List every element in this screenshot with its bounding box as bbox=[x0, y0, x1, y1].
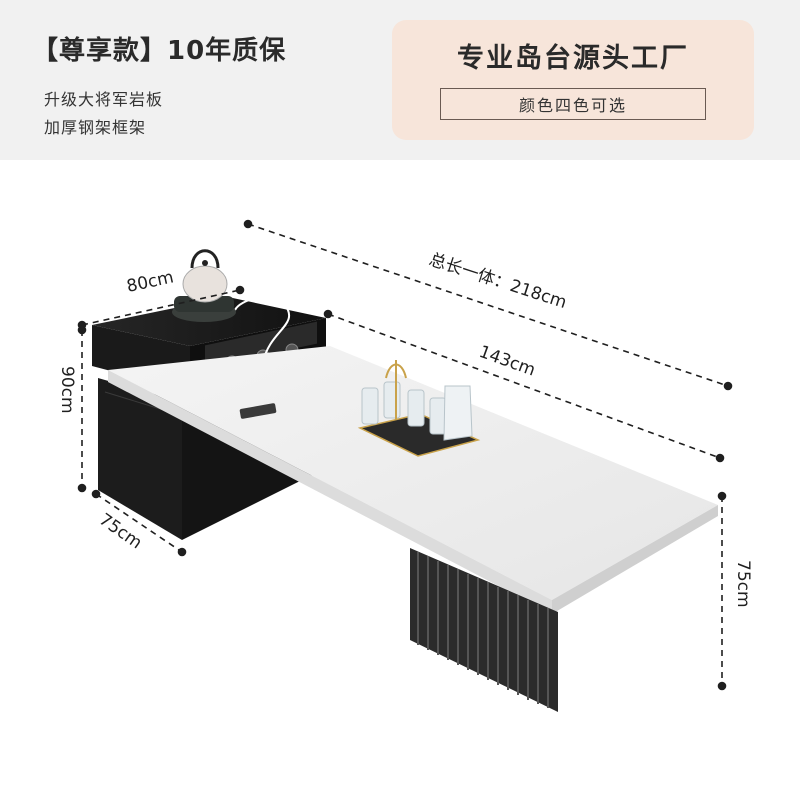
feature-frame: 加厚钢架框架 bbox=[44, 118, 147, 137]
tabletop bbox=[108, 346, 718, 614]
color-options-label: 颜色四色可选 bbox=[518, 96, 627, 115]
cabinet-width-line bbox=[81, 289, 241, 326]
drink-tray bbox=[357, 360, 481, 457]
fluted-leg bbox=[410, 548, 558, 712]
table-length-label: 143cm bbox=[476, 342, 538, 381]
color-options-box: 颜色四色可选 bbox=[440, 88, 706, 120]
cabinet-width-label: 80cm bbox=[125, 267, 176, 296]
promo-title: 专业岛台源头工厂 bbox=[457, 43, 689, 74]
overall-length-label: 总长一体：218cm bbox=[426, 250, 569, 313]
cabinet-height-label: 90cm bbox=[57, 366, 77, 414]
promo-card: 专业岛台源头工厂 颜色四色可选 bbox=[392, 20, 754, 140]
table-height-label: 75cm bbox=[733, 560, 753, 608]
kettle-icon bbox=[172, 249, 236, 322]
overall-length-line bbox=[247, 223, 729, 387]
headline: 【尊享款】10年质保 bbox=[32, 36, 287, 66]
dimension-lines bbox=[77, 219, 733, 691]
feature-slab: 升级大将军岩板 bbox=[44, 90, 164, 109]
table-length-line bbox=[327, 313, 721, 459]
cabinet-depth-label: 75cm bbox=[95, 510, 145, 554]
